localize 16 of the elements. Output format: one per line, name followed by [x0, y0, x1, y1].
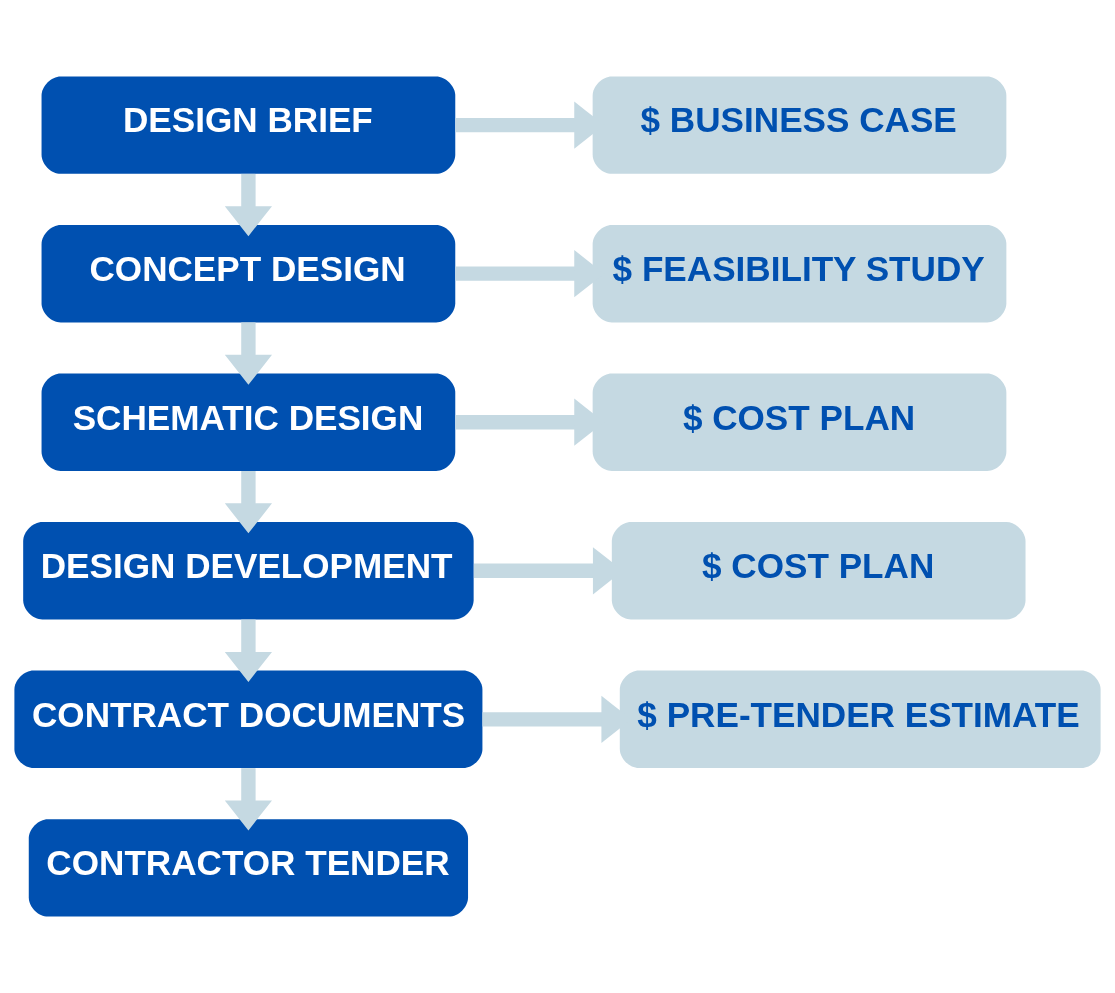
- node-box: SCHEMATIC DESIGN: [41, 373, 456, 471]
- arrow: [224, 322, 272, 385]
- arrow: [224, 768, 272, 831]
- arrow: [224, 619, 272, 682]
- node-box: $ COST PLAN: [611, 522, 1026, 620]
- node-box: CONCEPT DESIGN: [41, 224, 456, 323]
- node-box: $ PRE-TENDER ESTIMATE: [619, 670, 1101, 769]
- node-box: CONTRACT DOCUMENTS: [14, 670, 483, 769]
- arrow: [224, 173, 272, 237]
- node-box: $ BUSINESS CASE: [592, 76, 1007, 174]
- node-box: DESIGN BRIEF: [41, 76, 456, 174]
- node-box: $ FEASIBILITY STUDY: [592, 224, 1007, 323]
- node-box: CONTRACTOR TENDER: [28, 819, 469, 917]
- node-box: $ COST PLAN: [592, 373, 1007, 471]
- node-box: DESIGN DEVELOPMENT: [23, 522, 474, 620]
- arrow: [224, 471, 272, 534]
